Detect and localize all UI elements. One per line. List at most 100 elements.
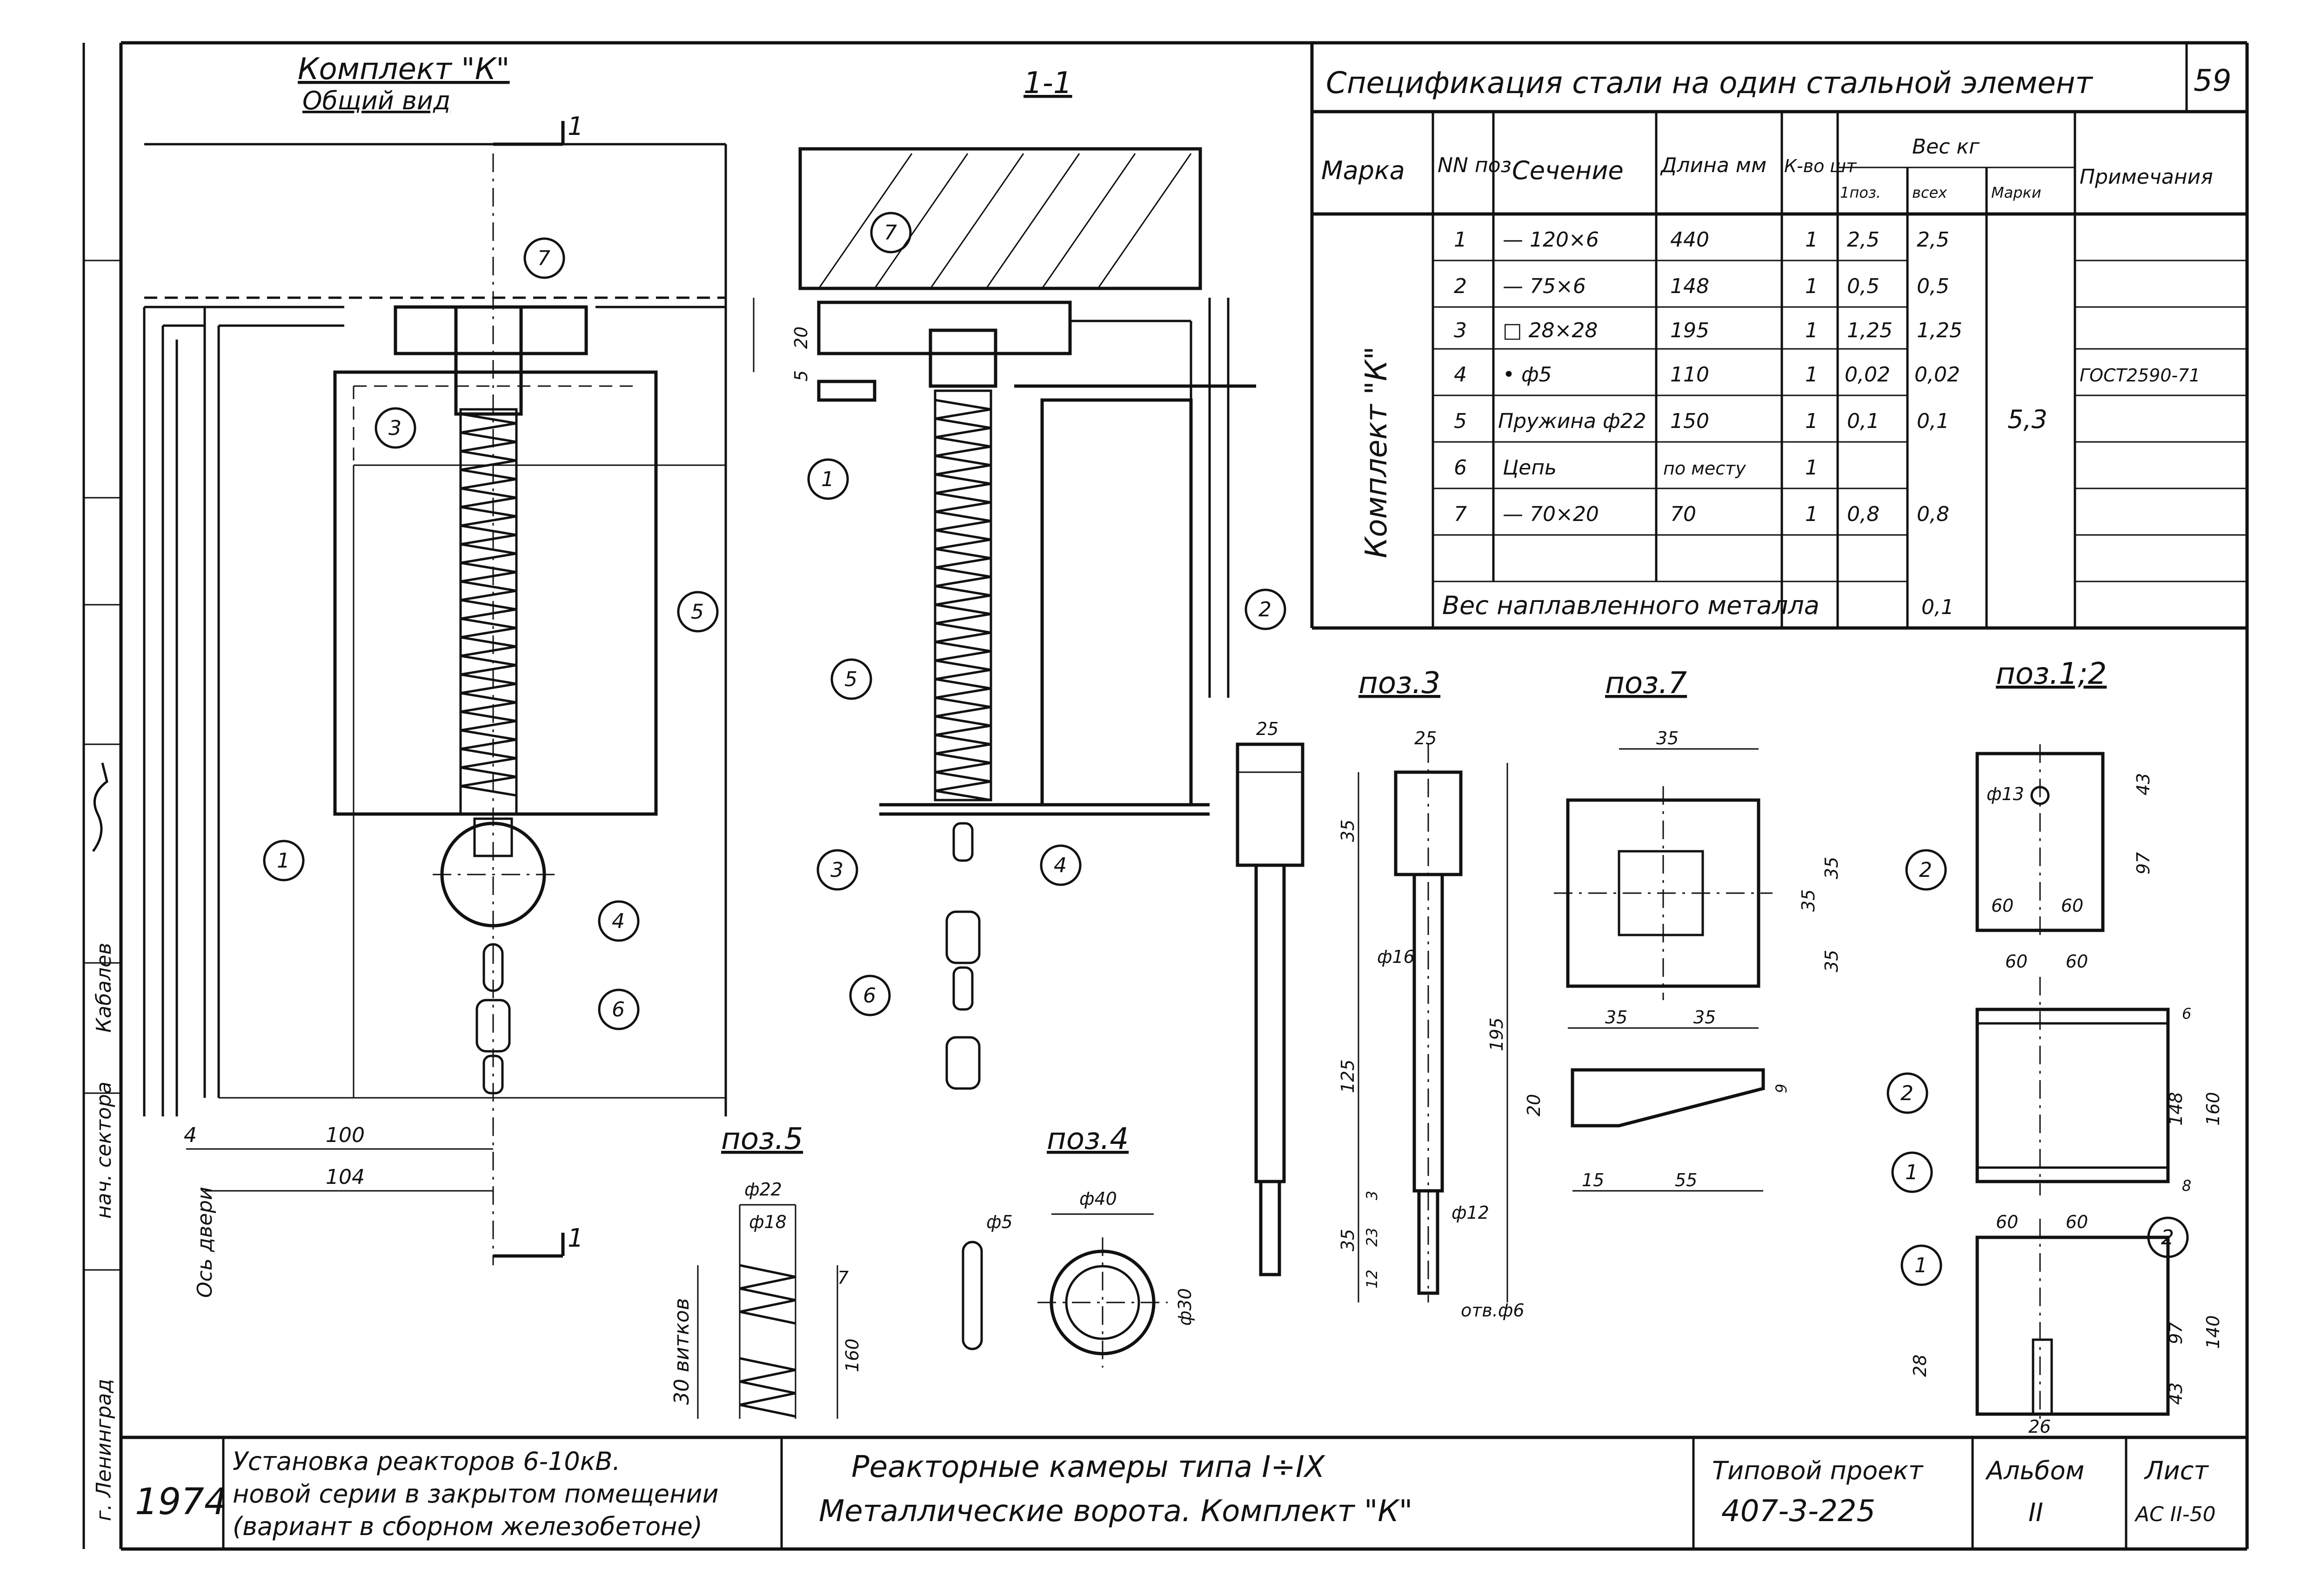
spec-row: 4 • ф5 110 1 0,02 0,02 ГОСТ2590-71 bbox=[1454, 363, 2201, 387]
general-view: Комплект "К" Общий вид bbox=[143, 52, 755, 1298]
dim-text: 60 bbox=[2061, 895, 2083, 916]
spec-cell-section: — 120×6 bbox=[1503, 228, 1599, 252]
callout-label: 4 bbox=[1054, 854, 1067, 877]
spec-header-length: Длина мм bbox=[1660, 154, 1766, 177]
spec-row: 5 Пружина ф22 150 1 0,1 0,1 bbox=[1454, 409, 1949, 433]
spec-header-w-mark: Марки bbox=[1991, 184, 2041, 201]
dim-text: 100 bbox=[326, 1123, 365, 1147]
callout-balloon: 2 bbox=[2147, 1216, 2189, 1258]
stamp-title-2: Металлические ворота. Комплект "К" bbox=[819, 1494, 1412, 1529]
margin-signature bbox=[92, 762, 108, 852]
dim-text: 8 bbox=[2182, 1177, 2191, 1195]
callout-label: 5 bbox=[691, 600, 704, 624]
sheet-frame bbox=[82, 41, 2249, 1551]
spec-header-w-pos: 1поз. bbox=[1840, 184, 1881, 201]
stamp-year: 1974 bbox=[135, 1481, 227, 1523]
dim-text: ф40 bbox=[1079, 1189, 1117, 1209]
spec-cell-wall: 0,1 bbox=[1917, 409, 1949, 433]
spec-cell-section: • ф5 bbox=[1503, 363, 1552, 387]
spec-cell-length: 150 bbox=[1670, 409, 1709, 433]
dim-text: 23 bbox=[1363, 1228, 1381, 1247]
callout-balloon: 7 bbox=[870, 212, 912, 254]
stamp-project-no: 407-3-225 bbox=[1721, 1494, 1875, 1529]
pos3-title: поз.3 bbox=[1358, 666, 1440, 701]
detail-pos5: поз.5 ф22 ф18 30 витков 160 7 bbox=[670, 1122, 863, 1419]
dim-text: ф16 bbox=[1377, 947, 1415, 967]
callout-balloon: 2 bbox=[1244, 588, 1286, 630]
dim-text: 35 bbox=[1605, 1007, 1627, 1028]
spec-cell-qty: 1 bbox=[1805, 363, 1818, 387]
stamp-project-label: Типовой проект bbox=[1712, 1456, 1924, 1485]
spec-row: 1 — 120×6 440 1 2,5 2,5 bbox=[1454, 228, 1949, 252]
spec-header-w-all: всех bbox=[1912, 184, 1947, 201]
spec-cell-length: 70 bbox=[1670, 502, 1696, 526]
dim-text: 7 bbox=[837, 1268, 849, 1288]
dim-text: ф18 bbox=[749, 1212, 787, 1232]
pos5-title: поз.5 bbox=[721, 1122, 803, 1156]
callout-label: 2 bbox=[2161, 1226, 2174, 1249]
title-block: 1974 Установка реакторов 6-10кВ. новой с… bbox=[121, 1436, 2247, 1549]
spec-title: Спецификация стали на один стальной элем… bbox=[1326, 66, 2094, 100]
callout-balloon: 1 bbox=[1891, 1151, 1933, 1193]
callout-balloon: 1 bbox=[263, 840, 305, 881]
dim-text: ф22 bbox=[744, 1179, 782, 1200]
dim-text: 148 bbox=[2166, 1092, 2186, 1126]
dim-text: ф5 bbox=[986, 1212, 1013, 1232]
spec-mark-weight: 5,3 bbox=[2007, 405, 2047, 434]
pos4-title: поз.4 bbox=[1047, 1122, 1129, 1156]
spec-cell-qty: 1 bbox=[1805, 409, 1818, 433]
spec-cell-w1: 2,5 bbox=[1847, 228, 1880, 252]
dim-text: 35 bbox=[1656, 728, 1679, 748]
dim-text: 12 bbox=[1363, 1269, 1381, 1289]
detail-pos12: поз.1;2 43 97 ф13 60 60 60 60 6 148 160 … bbox=[1887, 657, 2223, 1437]
spec-cell-length: 440 bbox=[1670, 228, 1709, 252]
detail-pos7: поз.7 35 35 35 35 35 35 20 9 15 55 bbox=[1524, 666, 1842, 1192]
spec-cell-length: по месту bbox=[1663, 458, 1746, 479]
stamp-sheet-no: АС II-50 bbox=[2134, 1503, 2216, 1526]
spec-cell-qty: 1 bbox=[1805, 274, 1818, 298]
dim-text: 5 bbox=[791, 370, 811, 381]
callout-label: 5 bbox=[844, 668, 857, 691]
axis-label: Ось двери bbox=[193, 1187, 217, 1298]
dim-text: 35 bbox=[1821, 950, 1842, 972]
dim-text: 30 витков bbox=[670, 1298, 694, 1405]
spec-row: 3 □ 28×28 195 1 1,25 1,25 bbox=[1454, 319, 1962, 342]
spec-cell-length: 148 bbox=[1670, 274, 1709, 298]
dim-text: ф12 bbox=[1452, 1202, 1489, 1223]
callout-label: 2 bbox=[1258, 598, 1271, 621]
spec-cell-qty: 1 bbox=[1805, 228, 1818, 252]
callout-balloon: 5 bbox=[677, 591, 719, 633]
dim-text: 60 bbox=[1996, 1212, 2018, 1232]
dim-text: 28 bbox=[1910, 1355, 1930, 1377]
dim-text: 35 bbox=[1338, 820, 1358, 842]
dim-text: 125 bbox=[1338, 1059, 1358, 1093]
spec-cell-w1: 0,1 bbox=[1847, 409, 1880, 433]
dim-text: ф13 bbox=[1987, 784, 2024, 804]
pos12-title: поз.1;2 bbox=[1996, 657, 2107, 691]
spec-cell-pos: 6 bbox=[1454, 456, 1467, 480]
callout-label: 6 bbox=[863, 984, 876, 1008]
callout-balloon: 3 bbox=[375, 407, 416, 449]
callout-balloon: 6 bbox=[849, 975, 891, 1016]
spec-cell-qty: 1 bbox=[1805, 319, 1818, 342]
detail-pos4: поз.4 ф5 ф40 ф30 bbox=[962, 1122, 1195, 1368]
margin-role: нач. сектора bbox=[92, 1082, 116, 1219]
margin-org: г. Ленинград bbox=[92, 1379, 116, 1521]
spec-cell-wall: 0,02 bbox=[1914, 363, 1960, 387]
spec-header-mark: Марка bbox=[1321, 156, 1405, 185]
dim-text: 15 bbox=[1582, 1170, 1604, 1190]
dim-text: 3 bbox=[1363, 1191, 1381, 1200]
page-number: 59 bbox=[2194, 64, 2231, 98]
spec-cell-qty: 1 bbox=[1805, 502, 1818, 526]
spec-mark-value: Комплект "К" bbox=[1359, 346, 1394, 558]
stamp-sheet-label: Лист bbox=[2144, 1456, 2209, 1485]
margin-stamp: г. Ленинград нач. сектора Кабалев bbox=[92, 762, 116, 1521]
spec-cell-w1: 0,5 bbox=[1847, 274, 1880, 298]
callout-balloon: 6 bbox=[598, 988, 640, 1030]
spec-cell-qty: 1 bbox=[1805, 456, 1818, 480]
dim-text: 35 bbox=[1338, 1229, 1358, 1251]
spec-cell-pos: 3 bbox=[1454, 319, 1467, 342]
general-view-title: Комплект "К" bbox=[298, 52, 510, 87]
callout-label: 6 bbox=[612, 998, 625, 1022]
spec-header-qty: К-во шт bbox=[1784, 156, 1857, 176]
